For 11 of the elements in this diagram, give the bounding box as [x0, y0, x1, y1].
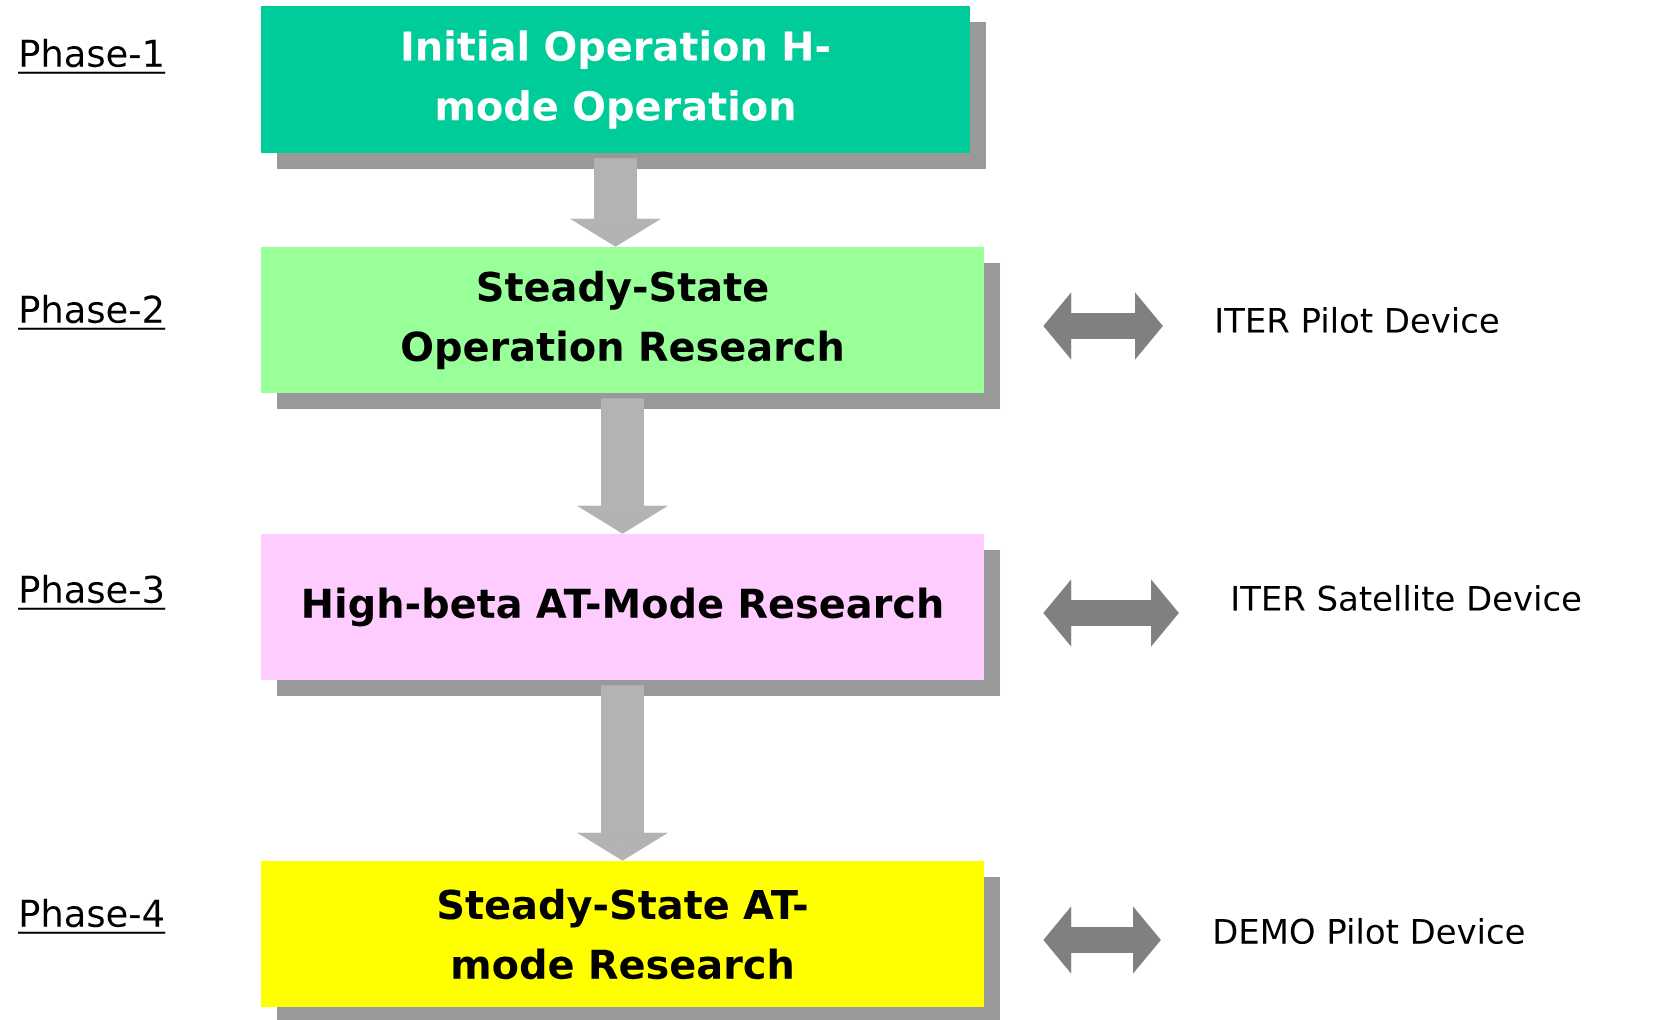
- device-label: ITER Pilot Device: [1217, 306, 1498, 334]
- phase-label: Phase-1: [17, 38, 167, 74]
- process-box: Steady-State AT-mode Research: [261, 861, 1000, 1020]
- device-label: ITER Satellite Device: [1233, 584, 1581, 612]
- process-box: Steady-State Operation Research: [261, 247, 1000, 409]
- phase-label: Phase-2: [17, 294, 167, 330]
- device-label: DEMO Pilot Device: [1215, 917, 1524, 945]
- phase-label: Phase-4: [17, 898, 167, 934]
- process-box: Initial Operation H-mode Operation: [261, 6, 986, 169]
- phase-label: Phase-3: [17, 574, 167, 610]
- process-box: High-beta AT-Mode Research: [261, 534, 1000, 696]
